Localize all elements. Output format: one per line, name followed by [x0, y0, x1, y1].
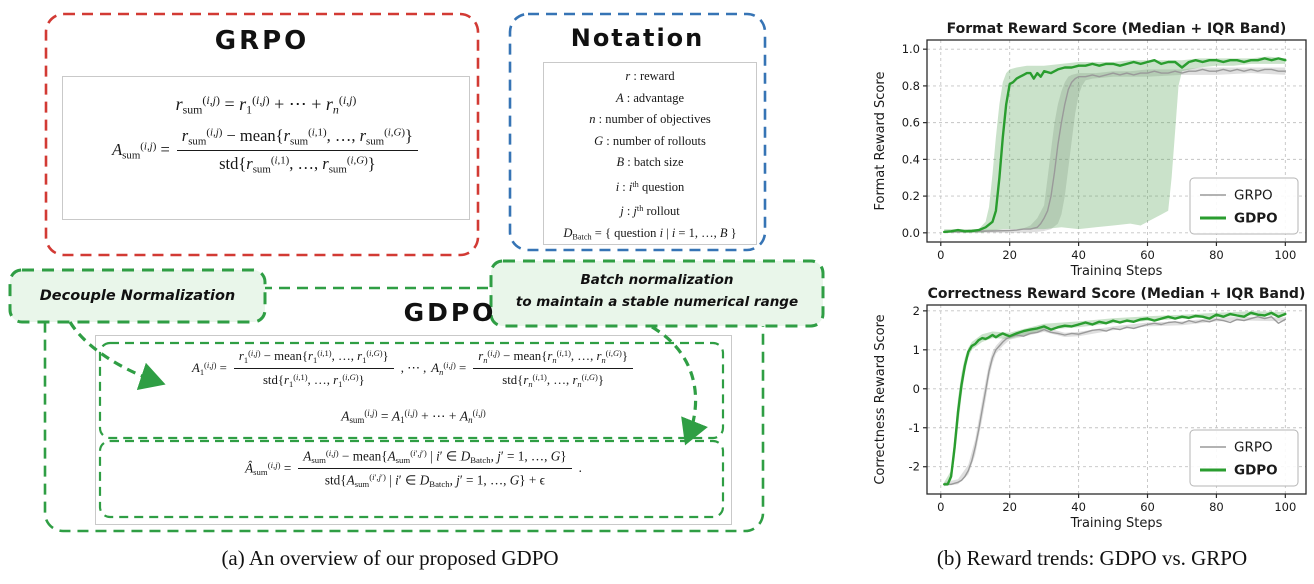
caption-a: (a) An overview of our proposed GDPO [221, 546, 559, 570]
batch-normalization-line1: Batch normalization [580, 272, 734, 288]
gdpo-inner-box-decoupled [98, 341, 725, 440]
svg-text:GRPO: GRPO [1234, 188, 1273, 204]
notation-line: i : ith question [615, 179, 685, 194]
svg-text:Format Reward Score (Median +: Format Reward Score (Median + IQR Band) [947, 21, 1287, 37]
svg-text:0.6: 0.6 [902, 116, 920, 130]
decouple-normalization-label: Decouple Normalization [39, 288, 236, 304]
svg-text:0.8: 0.8 [902, 79, 920, 93]
notation-line: A : advantage [615, 90, 685, 105]
svg-text:GDPO: GDPO [1234, 463, 1278, 479]
svg-text:0.2: 0.2 [902, 189, 920, 203]
notation-card: r : reward A : advantage n : number of obj… [543, 62, 757, 245]
svg-text:80: 80 [1209, 248, 1224, 262]
svg-text:60: 60 [1140, 248, 1155, 262]
grpo-advantage-equation: Asum(i,j) = rsum(i,j) − mean{rsum(i,1), … [63, 126, 469, 175]
svg-text:100: 100 [1274, 248, 1296, 262]
notation-title: Notation [570, 24, 705, 52]
gdpo-per-objective-equation: A1(i,j) = r1(i,j) − mean{r1(i,1), …, r1(… [96, 348, 731, 389]
svg-text:2: 2 [913, 304, 920, 318]
svg-text:Correctness Reward Score: Correctness Reward Score [873, 314, 888, 484]
notation-box-border [508, 12, 767, 252]
gdpo-sum-equation: Asum(i,j) = A1(i,j) + ⋯ + An(i,j) [341, 408, 486, 426]
svg-text:1.0: 1.0 [902, 42, 920, 56]
gdpo-box-border [43, 286, 765, 533]
notation-lines: r : reward A : advantage n : number of obj… [544, 66, 756, 248]
svg-text:Training Steps: Training Steps [1070, 516, 1163, 531]
gdpo-batchnorm-equation: Âsum(i,j) = Asum(i,j) − mean{Asum(i′,j′)… [245, 448, 582, 489]
batch-normalization-line2: to maintain a stable numerical range [515, 294, 799, 311]
grpo-title: GRPO [214, 26, 310, 56]
svg-text:GDPO: GDPO [1234, 211, 1278, 227]
svg-text:-2: -2 [909, 460, 920, 474]
svg-text:40: 40 [1071, 500, 1086, 514]
svg-text:1: 1 [913, 343, 920, 357]
batch-normalization-label: Batch normalization to maintain a stable… [491, 269, 823, 314]
svg-text:60: 60 [1140, 500, 1155, 514]
overview-panel: GRPO rsum(i,j) = r1(i,j) + ⋯ + rn(i,j) A… [8, 12, 825, 570]
svg-text:0.0: 0.0 [902, 226, 920, 240]
grpo-formula-card: rsum(i,j) = r1(i,j) + ⋯ + rn(i,j) Asum(i… [62, 76, 470, 220]
notation-line: G : number of rollouts [594, 133, 706, 148]
svg-text:20: 20 [1002, 248, 1017, 262]
svg-text:Training Steps: Training Steps [1070, 264, 1163, 276]
svg-text:GRPO: GRPO [1234, 440, 1273, 456]
svg-text:0: 0 [913, 382, 920, 396]
notation-line: B : batch size [616, 155, 684, 169]
svg-text:20: 20 [1002, 500, 1017, 514]
notation-line: n : number of objectives [589, 112, 711, 126]
svg-text:0.4: 0.4 [902, 152, 920, 166]
grpo-sum-equation: rsum(i,j) = r1(i,j) + ⋯ + rn(i,j) [175, 93, 357, 117]
svg-text:100: 100 [1274, 500, 1296, 514]
gdpo-title: GDPO [403, 298, 497, 327]
svg-text:40: 40 [1071, 248, 1086, 262]
svg-text:-1: -1 [909, 421, 920, 435]
notation-line: DBatch = { question i | i = 1, …, B } [563, 225, 737, 242]
svg-text:Format Reward Score: Format Reward Score [873, 72, 888, 211]
notation-line: j : jth rollout [620, 204, 680, 219]
caption-b: (b) Reward trends: GDPO vs. GRPO [936, 546, 1248, 570]
notation-line: r : reward [625, 69, 675, 83]
gdpo-formula-card: A1(i,j) = r1(i,j) − mean{r1(i,1), …, r1(… [95, 335, 732, 525]
legend-box [1189, 177, 1299, 235]
gdpo-inner-boxes [98, 341, 725, 519]
svg-text:80: 80 [1209, 500, 1224, 514]
gdpo-inner-box-batchnorm [98, 439, 725, 519]
svg-text:0: 0 [937, 500, 944, 514]
grpo-box-border [44, 12, 480, 257]
svg-text:0: 0 [937, 248, 944, 262]
svg-text:Correctness Reward Score (Medi: Correctness Reward Score (Median + IQR B… [928, 286, 1306, 302]
legend-box [1189, 429, 1299, 487]
